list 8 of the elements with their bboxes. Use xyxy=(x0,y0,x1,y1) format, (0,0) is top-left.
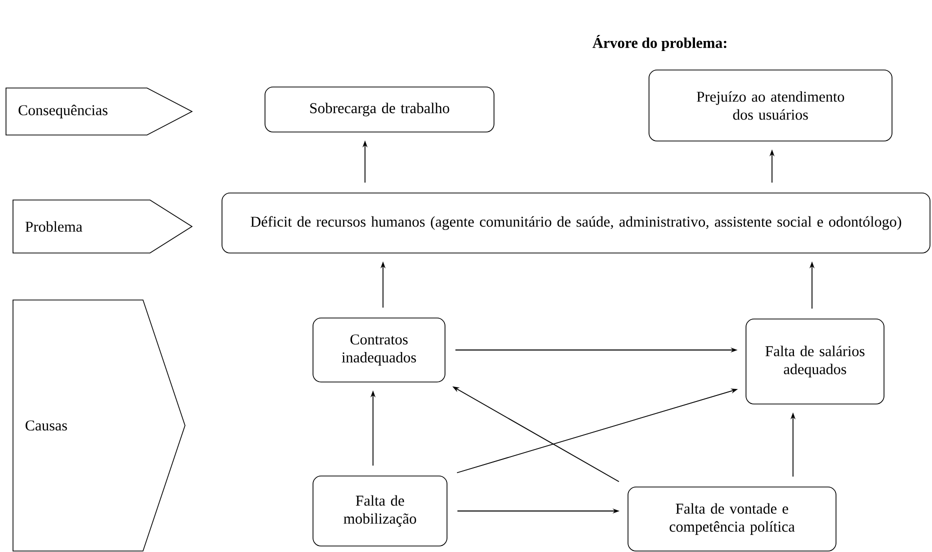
rounded-box: Falta de vontade e competência política xyxy=(628,486,836,552)
rounded-box: Falta de salários adequados xyxy=(746,318,884,404)
rounded-box: Sobrecarga de trabalho xyxy=(264,86,494,132)
rounded-box: Déficit de recursos humanos (agente comunitário de saúde, administrativo, assistente social e odontólogo) xyxy=(222,192,930,254)
title: Árvore do problema: xyxy=(592,34,726,52)
rounded-box: Prejuízo ao atendimento dos usuários xyxy=(648,70,892,142)
rounded-box: Contratos inadequados xyxy=(312,318,446,382)
rounded-box: Falta de mobilização xyxy=(312,476,448,546)
